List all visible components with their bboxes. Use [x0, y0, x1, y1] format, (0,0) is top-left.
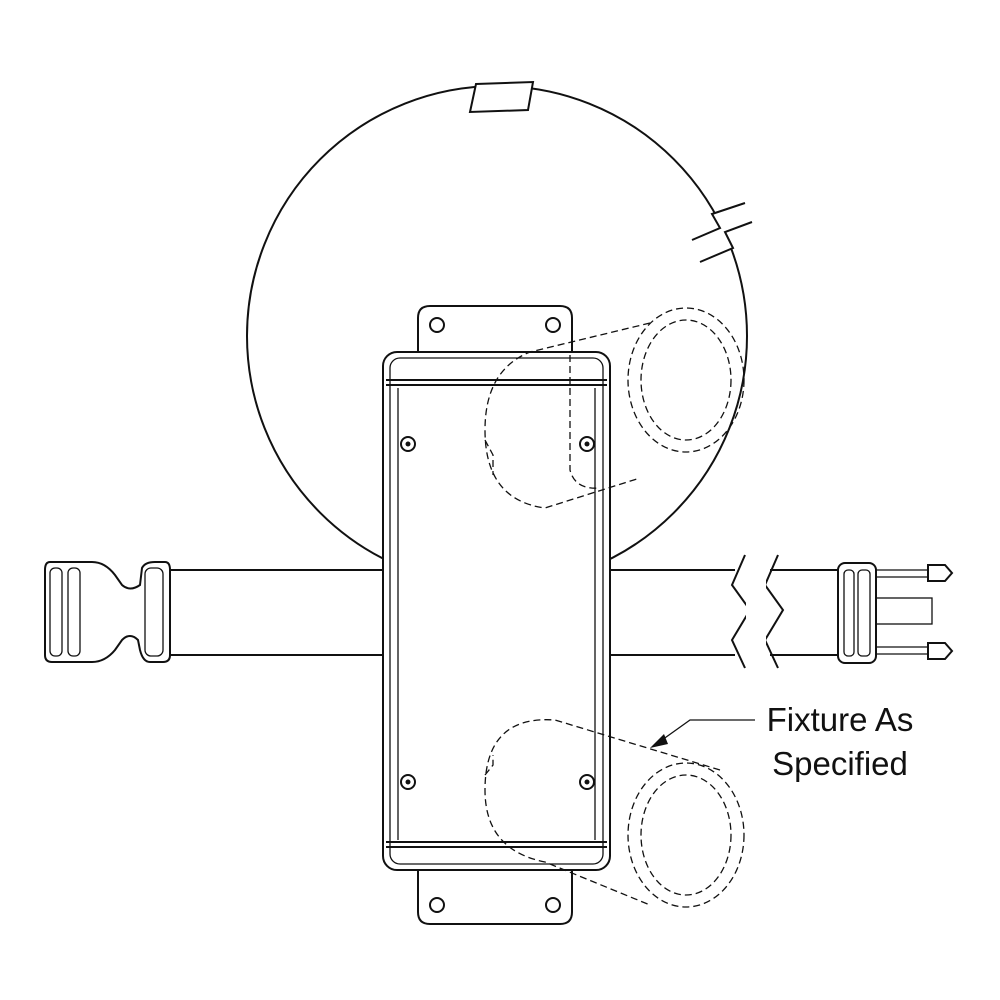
- tab-edges: [469, 81, 534, 113]
- enclosure-box: [382, 351, 611, 871]
- top-mounting-plate: [417, 305, 573, 361]
- callout-line-2: Specified: [772, 745, 908, 782]
- screws: [400, 436, 595, 790]
- upper-fixture-hidden: [484, 307, 745, 509]
- callout-line-1: Fixture As: [766, 701, 914, 738]
- lower-fixture-hidden: [484, 719, 745, 908]
- pole-top-tab: [468, 80, 535, 114]
- bottom-mounting-plate: [417, 867, 573, 925]
- circle-break-mark: [691, 202, 753, 263]
- left-buckle: [44, 561, 171, 663]
- fixture-callout-label: Fixture As Specified: [740, 698, 940, 786]
- right-buckle: [837, 562, 954, 664]
- callout-leader: [650, 719, 755, 748]
